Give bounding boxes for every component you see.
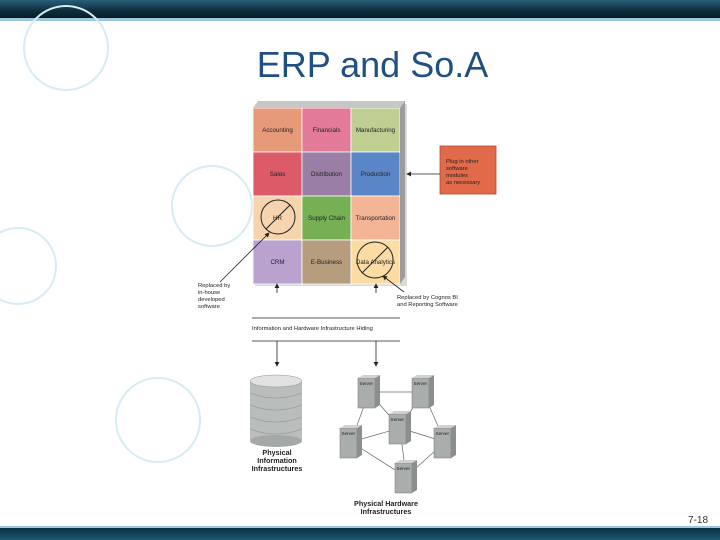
module-grid-top-face	[253, 101, 405, 108]
module-label: Supply Chain	[308, 215, 345, 222]
replaced-cognos-arrow	[382, 275, 405, 293]
replaced-inhouse-arrow	[219, 232, 270, 283]
bottom-bar-accent	[0, 526, 720, 528]
replaced-cognos-line-1: Replaced by Cognos BI	[397, 295, 458, 301]
server-icon: Server	[433, 425, 456, 459]
hw-infra-label-line-1: Physical Hardware	[354, 499, 418, 508]
replaced-inhouse-line-2: in-house	[198, 290, 220, 296]
module-label: Sales	[270, 171, 285, 178]
module-label: Manufacturing	[356, 127, 396, 134]
module-label: E-Business	[311, 259, 342, 266]
data-analytics-crossed-circle-icon	[356, 241, 394, 279]
server-icon: Server	[339, 425, 362, 459]
plug-in-note-box	[439, 145, 497, 195]
database-cylinder-icon	[249, 374, 303, 447]
info-infra-label-line-3: Infrastructures	[252, 464, 303, 473]
module-label: Production	[361, 171, 391, 178]
bottom-bar	[0, 528, 720, 540]
plug-in-note-line-2: software	[446, 166, 468, 172]
module-label: CRM	[270, 259, 284, 266]
server-label: Server	[397, 466, 411, 471]
module-cell	[301, 195, 352, 241]
server-label: Server	[414, 381, 428, 386]
slide-title: ERP and So.A	[256, 44, 489, 85]
module-label: HR	[273, 215, 282, 222]
hr-crossed-circle-icon	[260, 199, 296, 235]
top-bar	[0, 0, 720, 18]
replaced-inhouse-line-4: software	[198, 304, 220, 310]
plug-in-note-line-1: Plug in other	[446, 159, 479, 165]
server-label: Server	[360, 381, 374, 386]
hiding-bar-label: Information and Hardware Infrastructure …	[252, 326, 373, 332]
module-label: Transportation	[356, 215, 396, 222]
replaced-inhouse-line-1: Replaced by	[198, 283, 230, 289]
server-icon: Server	[357, 375, 380, 409]
hw-infra-label-line-2: Infrastructures	[361, 507, 412, 516]
module-label: Financials	[313, 127, 341, 134]
module-cell	[301, 151, 352, 197]
module-cell	[350, 239, 401, 285]
module-label: Distribution	[311, 171, 343, 178]
info-infra-label-line-1: Physical	[262, 448, 291, 457]
plug-in-note-line-3: modules	[446, 173, 468, 179]
plug-in-note-line-4: as necessary	[446, 180, 480, 186]
top-bar-accent	[0, 18, 720, 21]
server-icon: Server	[411, 375, 434, 409]
replaced-cognos-line-2: and Reporting Software	[397, 302, 458, 308]
server-label: Server	[342, 431, 356, 436]
module-cell	[350, 107, 401, 153]
server-icon: Server	[394, 460, 417, 494]
module-cell	[252, 239, 303, 285]
replaced-inhouse-line-3: developed	[198, 297, 225, 303]
module-grid-side-face	[400, 101, 405, 284]
server-icon: Server	[388, 411, 411, 445]
info-infra-label-line-2: Information	[257, 456, 297, 465]
server-label: Server	[436, 431, 450, 436]
slide-number: 7-18	[687, 515, 708, 526]
module-label: Accounting	[262, 127, 293, 134]
module-label: Data Analytics	[356, 259, 395, 266]
server-label: Server	[391, 417, 405, 422]
